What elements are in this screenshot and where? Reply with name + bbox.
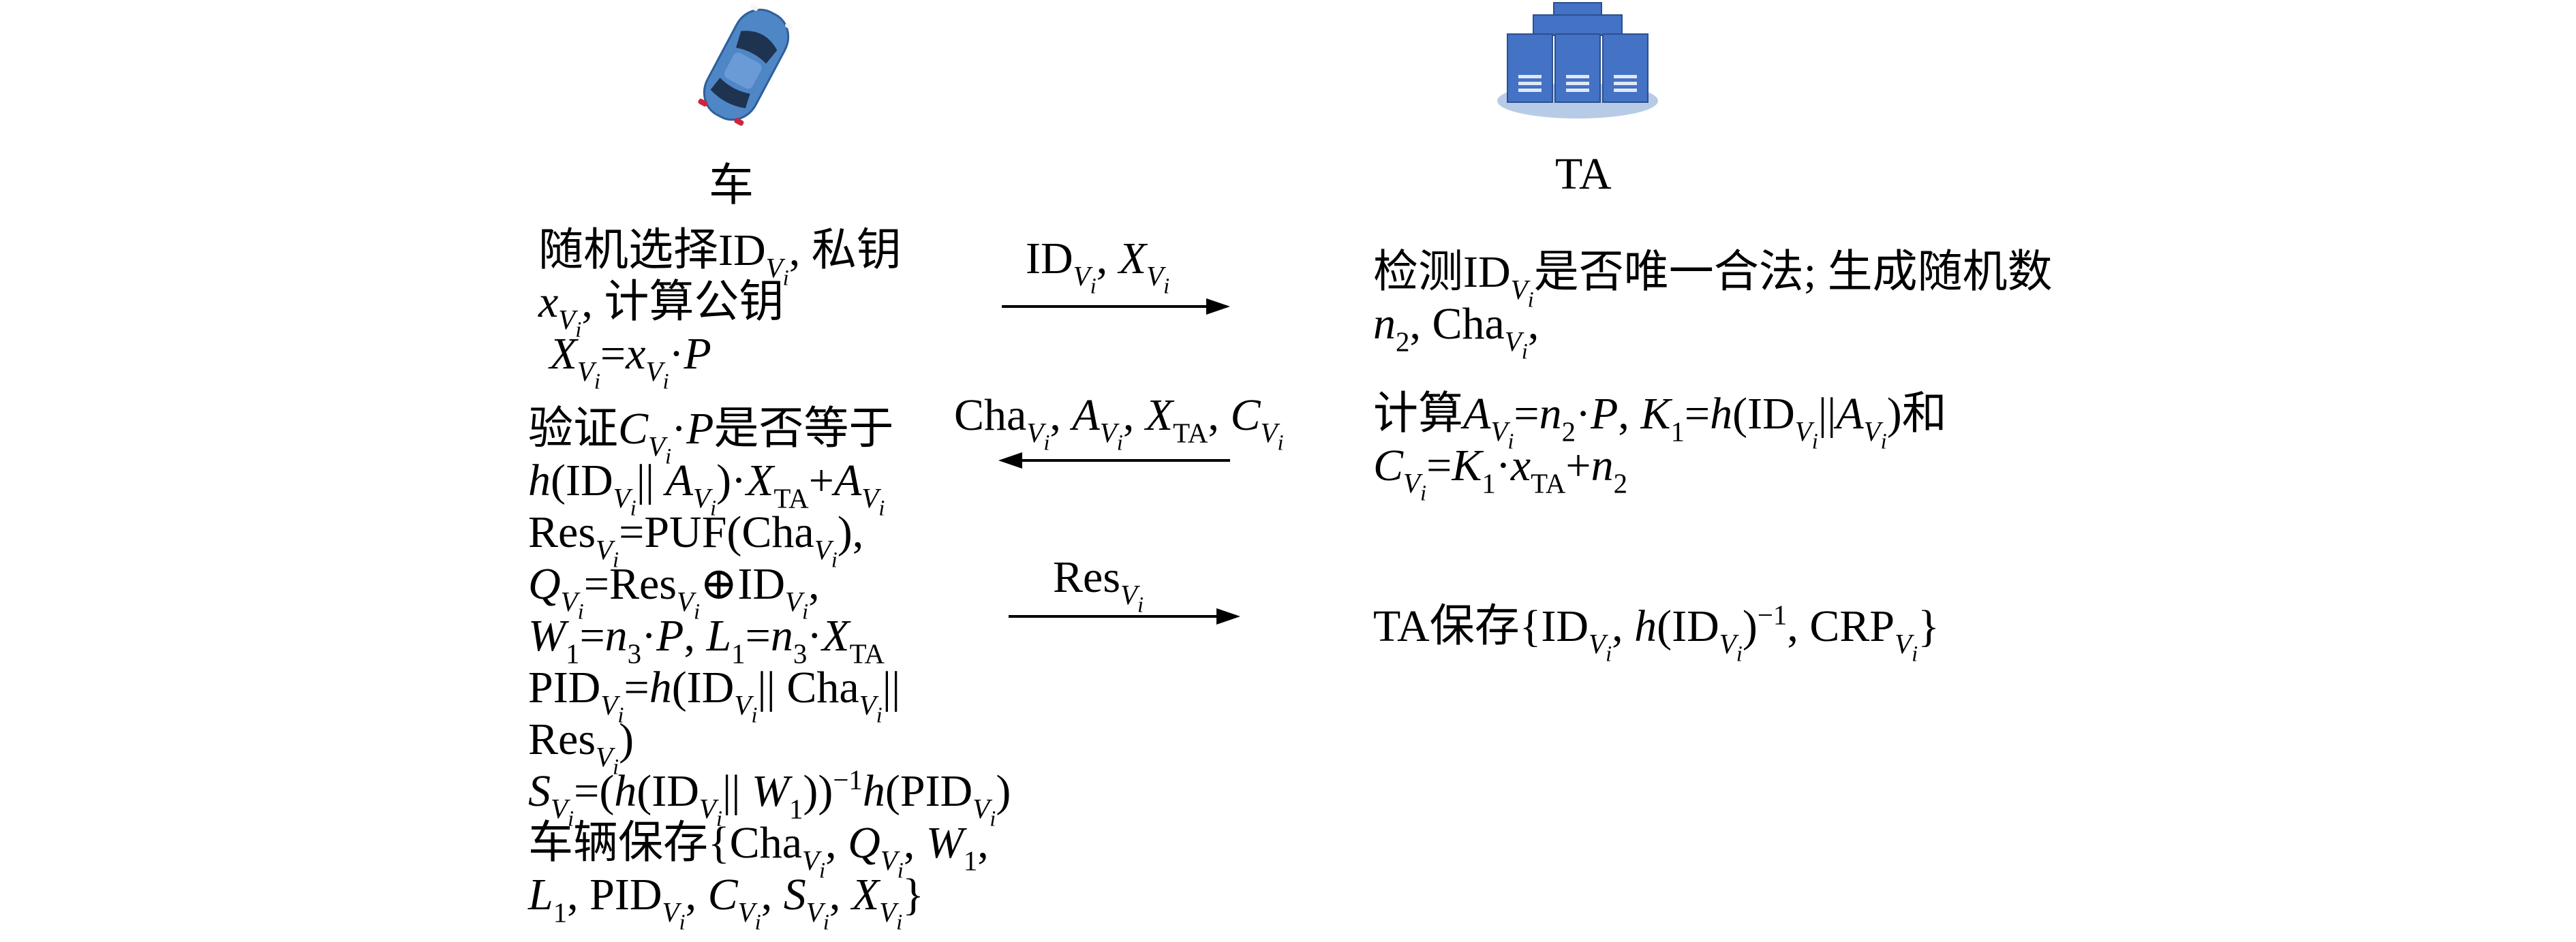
message-3-arrow-right [1009, 608, 1240, 625]
ta-step2-text: 计算AVi=n2·P, K1=h(IDVi||AVi)和 CVi=K1·xTA+… [1373, 389, 1947, 506]
ta-step1-text: 检测IDVi是否唯一合法; 生成随机数 n2, ChaVi, [1373, 247, 2053, 364]
ta-step3-text: TA保存{IDVi, h(IDVi)−1, CRPVi} [1373, 599, 1939, 667]
car-icon [698, 4, 793, 126]
vehicle-step2-text: 验证CVi·P是否等于 h(IDVi|| AVi)·XTA+AVi ResVi=… [528, 404, 1011, 935]
vehicle-label: 车 [709, 161, 754, 210]
message-2-arrow-left [998, 452, 1230, 469]
server-icon [1497, 2, 1658, 119]
message-2-label: ChaVi, AVi, XTA, CVi [954, 390, 1284, 456]
message-1-arrow-right [1002, 298, 1230, 315]
ta-label: TA [1555, 149, 1612, 199]
message-1-label: IDVi, XVi [1026, 234, 1170, 299]
vehicle-step1-text: 随机选择IDVi, 私钥 xVi, 计算公钥 XVi=xVi·P [538, 225, 902, 394]
message-3-label: ResVi [1053, 552, 1144, 618]
